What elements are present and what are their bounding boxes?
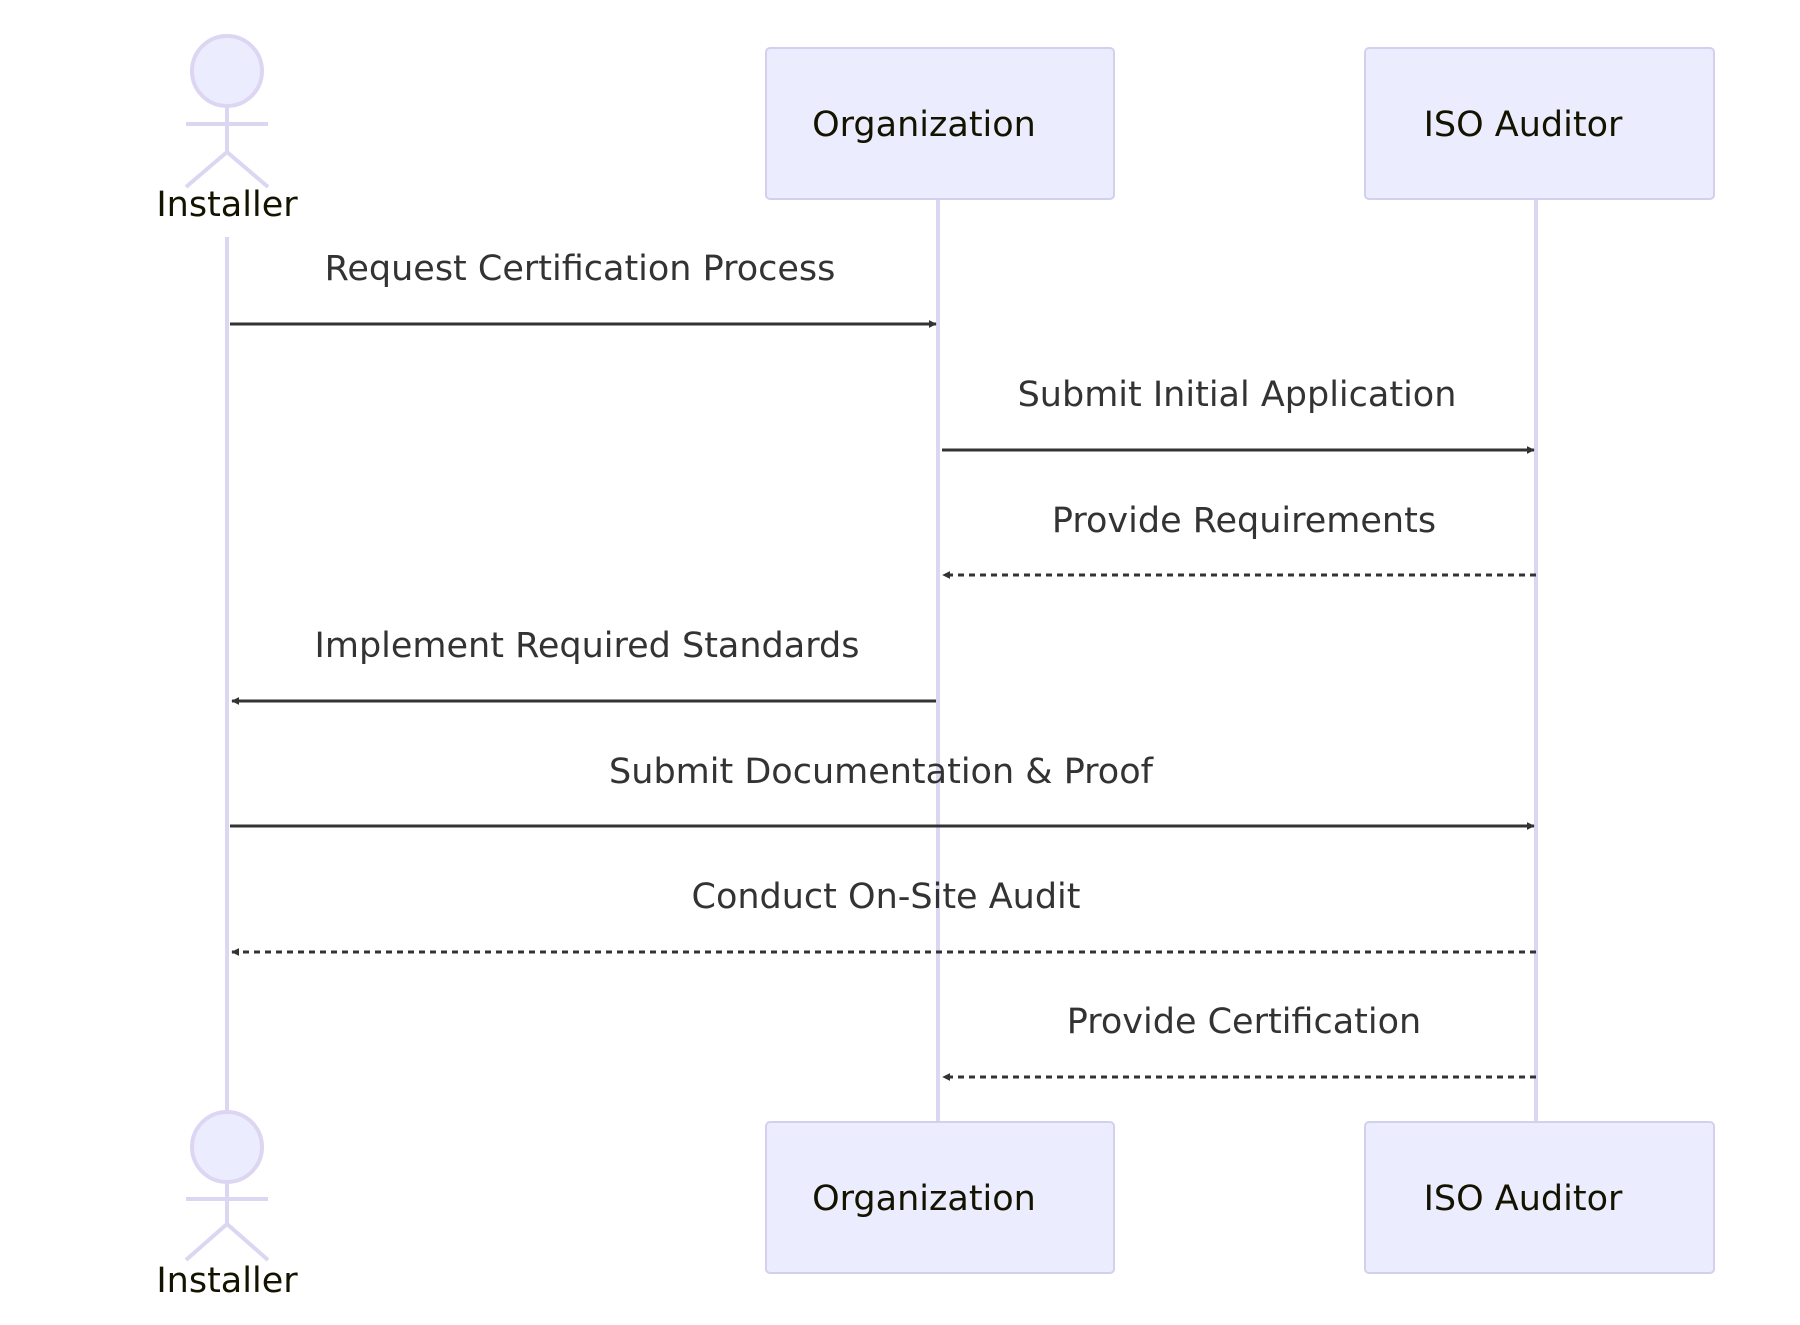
message-label-1: Request Certification Process: [325, 249, 836, 289]
message-label-3: Provide Requirements: [1052, 501, 1436, 541]
participant-label-iso-auditor-bottom: ISO Auditor: [1424, 1179, 1623, 1219]
actor-right-leg-icon: [225, 1222, 270, 1262]
participant-box-organization-top: [765, 47, 1115, 200]
actor-installer-bottom: [184, 1110, 270, 1262]
participant-box-iso-auditor-bottom: [1364, 1121, 1715, 1274]
participant-label-organization-bottom: Organization: [812, 1179, 1036, 1219]
message-label-5: Submit Documentation & Proof: [609, 752, 1154, 792]
actor-left-leg-icon: [184, 1222, 229, 1262]
participant-label-iso-auditor-top: ISO Auditor: [1424, 105, 1623, 145]
actor-right-leg-icon: [225, 150, 270, 189]
message-label-7: Provide Certification: [1067, 1002, 1421, 1042]
actor-head-icon: [190, 1110, 264, 1184]
actor-head-icon: [190, 34, 264, 108]
actor-installer-top: [184, 34, 270, 189]
participant-label-organization-top: Organization: [812, 105, 1036, 145]
participant-box-iso-auditor-top: [1364, 47, 1715, 200]
actor-left-leg-icon: [184, 150, 229, 189]
message-label-4: Implement Required Standards: [315, 626, 860, 666]
actor-label-installer-top: Installer: [156, 185, 298, 225]
participant-box-organization-bottom: [765, 1121, 1115, 1274]
message-label-2: Submit Initial Application: [1018, 375, 1457, 415]
actor-label-installer-bottom: Installer: [156, 1261, 298, 1301]
message-label-6: Conduct On-Site Audit: [692, 877, 1081, 917]
